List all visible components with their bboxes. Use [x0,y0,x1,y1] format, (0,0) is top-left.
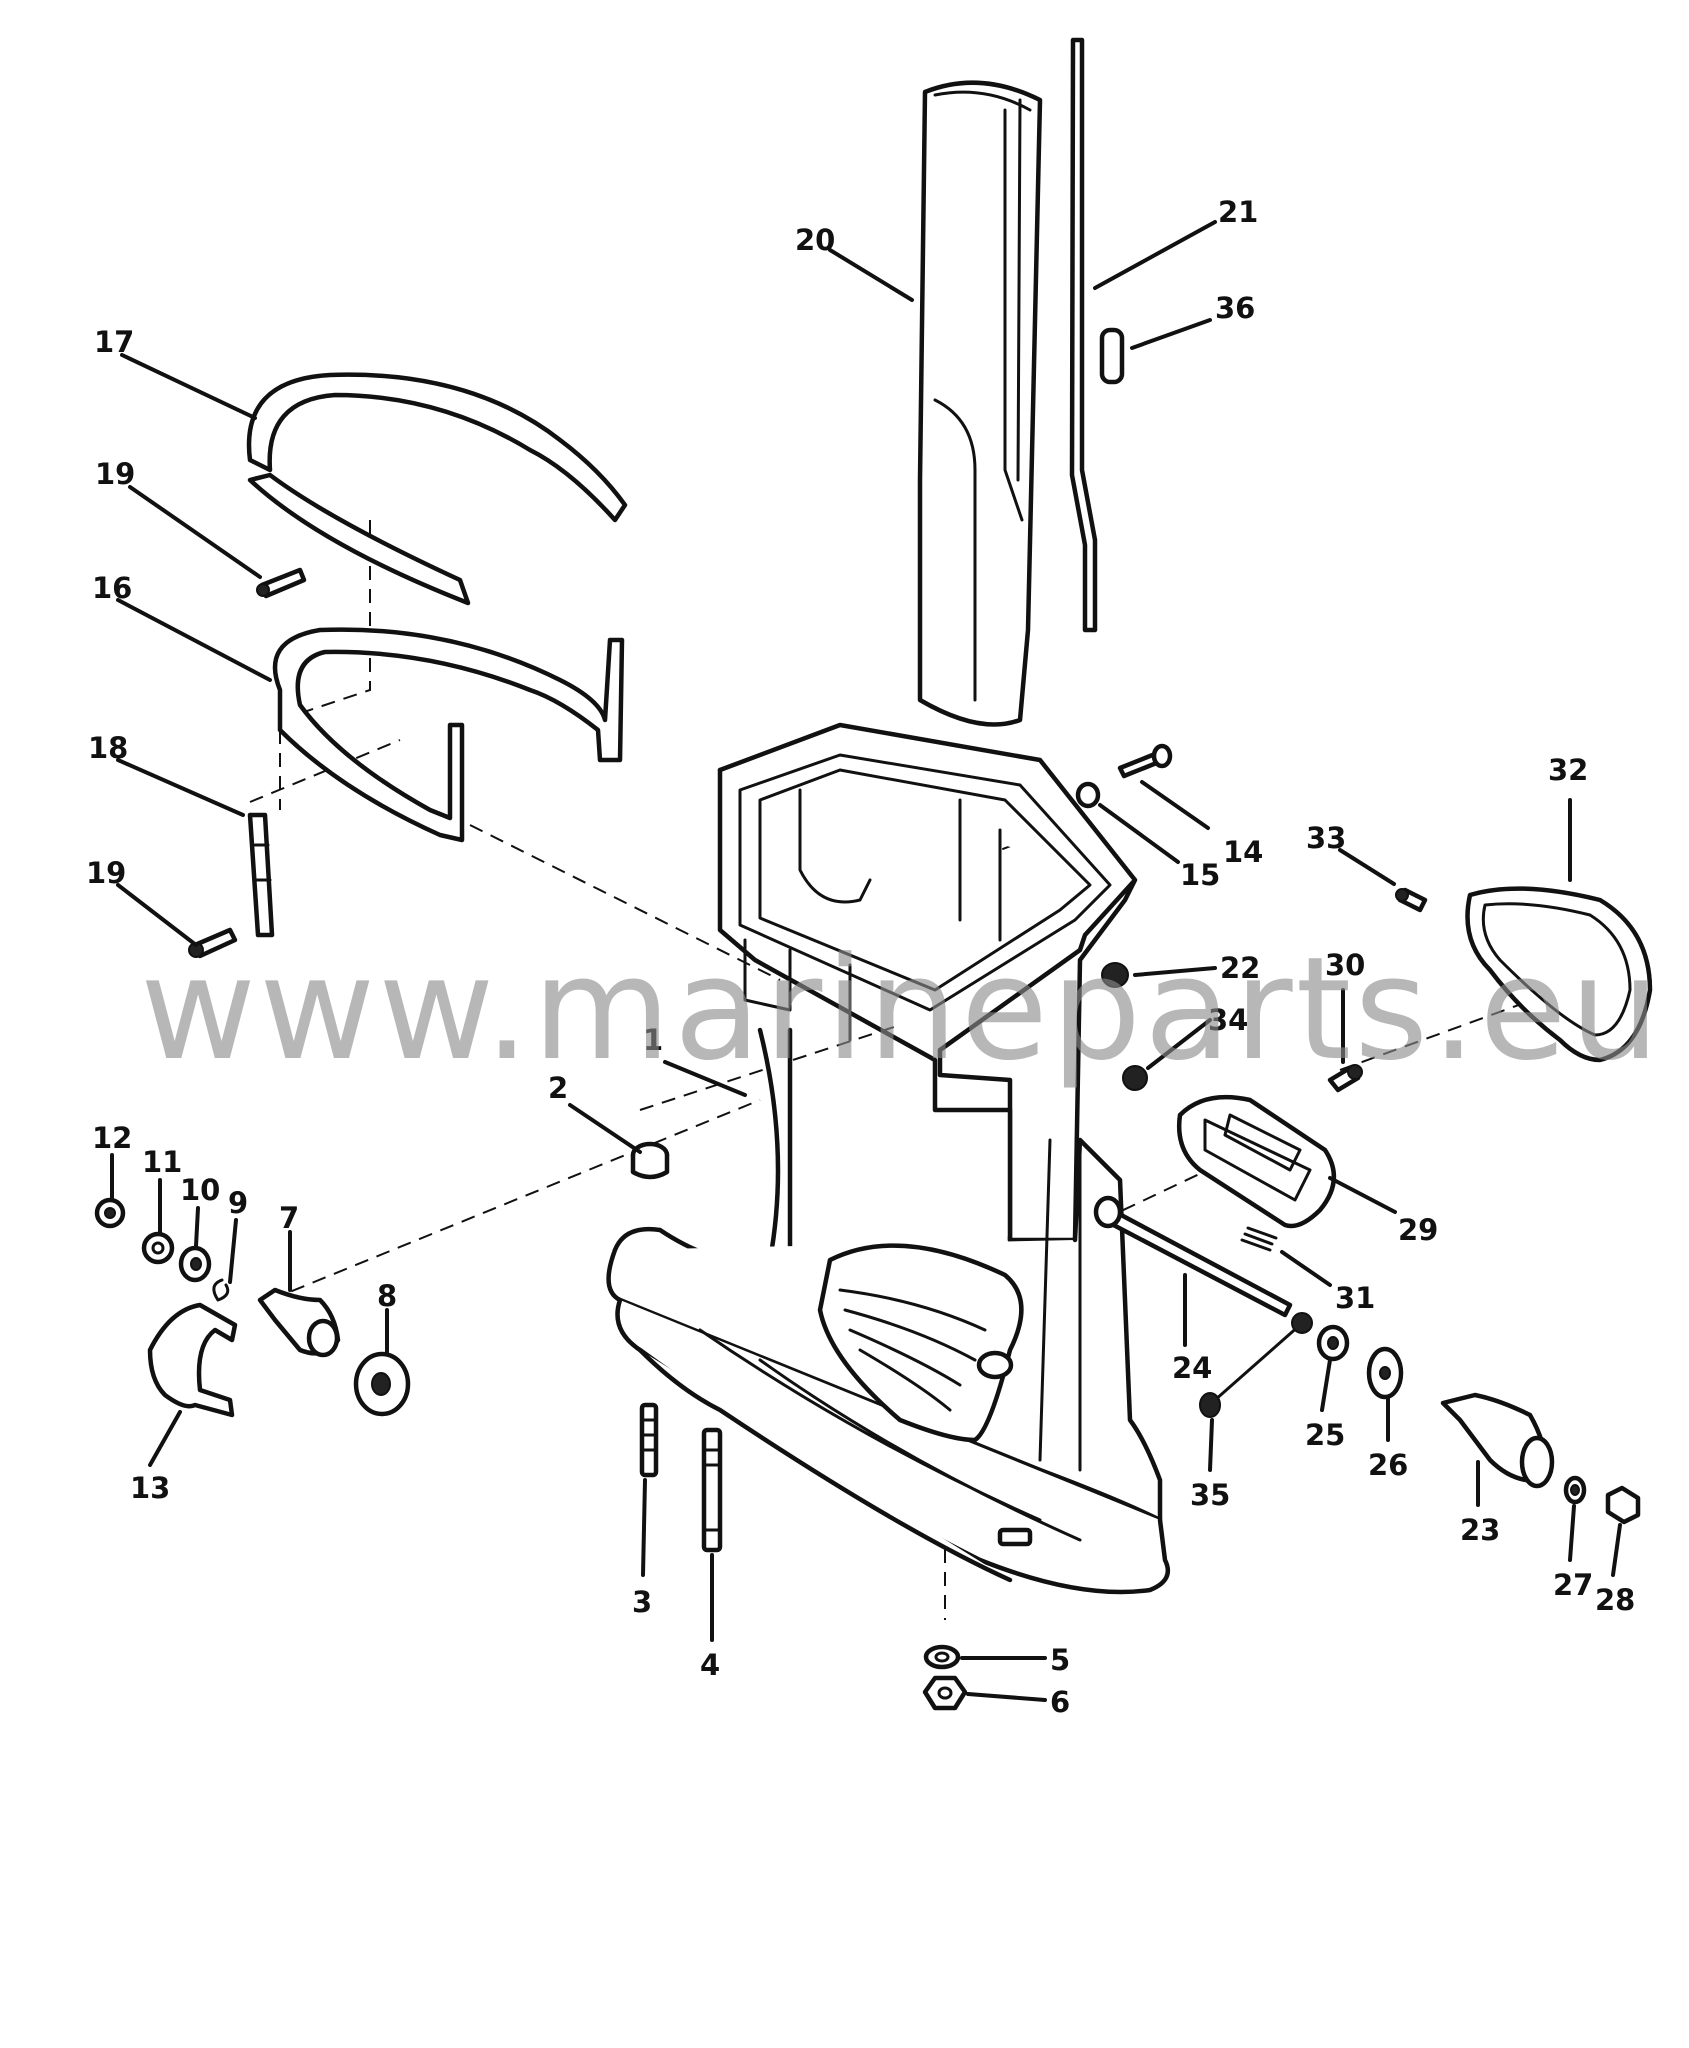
part-labels: 1 2 3 4 5 6 7 8 9 10 11 12 13 14 15 16 1… [86,195,1635,1719]
part-9-clip [212,1278,230,1302]
part-16-seal [272,627,625,843]
part-7-anode [257,1287,341,1358]
part-20-tube [917,80,1043,727]
watermark: www.marineparts.eu [140,927,1663,1092]
label-12: 12 [92,1121,132,1155]
part-3-stud [639,1402,659,1478]
label-8: 8 [377,1279,397,1313]
part-35-sender [1199,1312,1313,1418]
part-10-nut [178,1245,212,1283]
label-21: 21 [1218,195,1258,229]
label-4: 4 [700,1648,720,1682]
part-4-stud [701,1427,723,1553]
label-17: 17 [94,325,134,359]
label-22: 22 [1220,951,1260,985]
label-6: 6 [1050,1685,1070,1719]
part-19-screw-lower [188,927,238,959]
label-10: 10 [180,1173,220,1207]
label-19-lower: 19 [86,856,126,890]
part-31-spring [1240,1226,1278,1252]
part-33-screw [1395,887,1428,913]
part-32-cover [1465,886,1653,1063]
label-31: 31 [1335,1281,1375,1315]
part-25-washer [1316,1324,1350,1362]
part-26-washer [1366,1346,1404,1400]
label-30: 30 [1325,948,1365,982]
label-14: 14 [1223,835,1263,869]
label-16: 16 [92,571,132,605]
label-19-upper: 19 [95,457,135,491]
part-30-bolt [1327,1064,1363,1093]
label-13: 13 [130,1471,170,1505]
part-34-nut [1122,1065,1148,1091]
label-18: 18 [88,731,128,765]
label-24: 24 [1172,1351,1212,1385]
label-7: 7 [279,1201,299,1235]
label-3: 3 [632,1585,652,1619]
part-1-housing [606,722,1171,1595]
part-13-bracket [147,1302,238,1418]
label-9: 9 [228,1186,248,1220]
part-21-rod [1069,37,1098,633]
label-36: 36 [1215,291,1255,325]
part-18-plate [247,812,275,938]
part-12-cap [94,1197,126,1229]
label-5: 5 [1050,1643,1070,1677]
label-2: 2 [548,1071,568,1105]
part-23-anode [1440,1392,1555,1489]
label-23: 23 [1460,1513,1500,1547]
part-27-washer [1563,1475,1587,1505]
label-25: 25 [1305,1418,1345,1452]
label-33: 33 [1306,821,1346,855]
part-15-washer [1075,781,1101,809]
part-19-screw-upper [256,567,307,599]
part-2-plug [630,1141,670,1180]
part-11-washer [141,1231,175,1265]
label-35: 35 [1190,1478,1230,1512]
part-8-washer [353,1351,411,1417]
part-29-plate [1177,1094,1337,1229]
label-20: 20 [795,223,835,257]
label-34: 34 [1208,1003,1248,1037]
part-36-pin [1099,327,1125,385]
label-1: 1 [643,1023,663,1057]
part-22-nut [1101,962,1129,988]
label-29: 29 [1398,1213,1438,1247]
label-27: 27 [1553,1568,1593,1602]
label-32: 32 [1548,753,1588,787]
part-17-seal [246,372,628,606]
part-28-nut [1605,1485,1641,1525]
leader-lines [110,220,1622,1702]
label-26: 26 [1368,1448,1408,1482]
part-6-nut [922,1675,968,1711]
label-28: 28 [1595,1583,1635,1617]
part-24-shaft [1093,1195,1293,1318]
label-15: 15 [1180,858,1220,892]
part-5-washer [923,1644,961,1670]
part-14-bolt [1117,743,1173,779]
label-11: 11 [142,1145,182,1179]
